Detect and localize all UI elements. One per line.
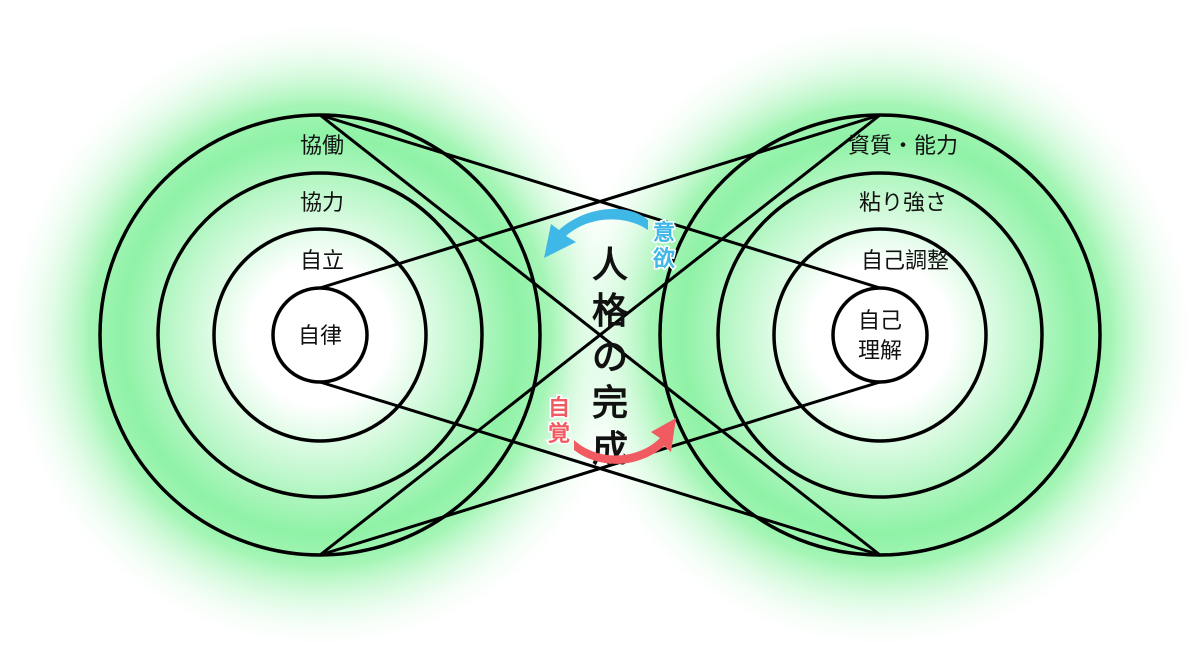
right-circles (658, 113, 1102, 557)
motivation-arrow: 意 欲 (544, 208, 677, 274)
center-title-char: 完 (592, 382, 628, 424)
left-ring-core (271, 286, 369, 384)
belt-line-lower-left-to-upper-right (319, 113, 881, 557)
left-inner-label: 自立 (300, 249, 344, 274)
right-middle-label: 粘り強さ (859, 191, 947, 216)
right-outer-label: 資質・能力 (848, 134, 958, 159)
belt-lines (319, 113, 881, 557)
left-ring-inner (212, 227, 428, 443)
center-title-char: 格 (592, 290, 629, 332)
motivation-label-char: 欲 (652, 246, 675, 272)
left-ring-middle (156, 171, 484, 499)
left-ring-outer (98, 113, 542, 557)
awareness-label-char: 自 (548, 395, 570, 421)
center-title: 人 格 の 完 成 (592, 244, 629, 470)
left-circles (98, 113, 542, 557)
center-title-char: 成 (592, 428, 628, 470)
right-ring-middle (716, 171, 1044, 499)
center-title-char: 人 (592, 244, 628, 286)
right-core-label-line1: 自己 (858, 309, 902, 334)
motivation-arrow-body (544, 208, 648, 258)
right-core-label-line2: 理解 (858, 339, 902, 364)
center-title-char: の (592, 336, 628, 378)
awareness-arrow: 自 覚 (546, 394, 676, 464)
right-ring-core (831, 286, 929, 384)
belt-line-inner-right-top (319, 113, 881, 290)
right-inner-label: 自己調整 (861, 249, 949, 274)
left-middle-label: 協力 (300, 191, 344, 216)
motivation-label-char: 意 (653, 220, 675, 246)
left-outer-label: 協働 (300, 134, 344, 159)
belt-line-inner-right-bottom (319, 380, 881, 557)
awareness-label-char: 覚 (548, 421, 570, 447)
right-ring-outer (658, 113, 1102, 557)
left-core-label: 自律 (298, 324, 342, 349)
right-ring-inner (772, 227, 988, 443)
awareness-arrow-body (574, 418, 676, 464)
